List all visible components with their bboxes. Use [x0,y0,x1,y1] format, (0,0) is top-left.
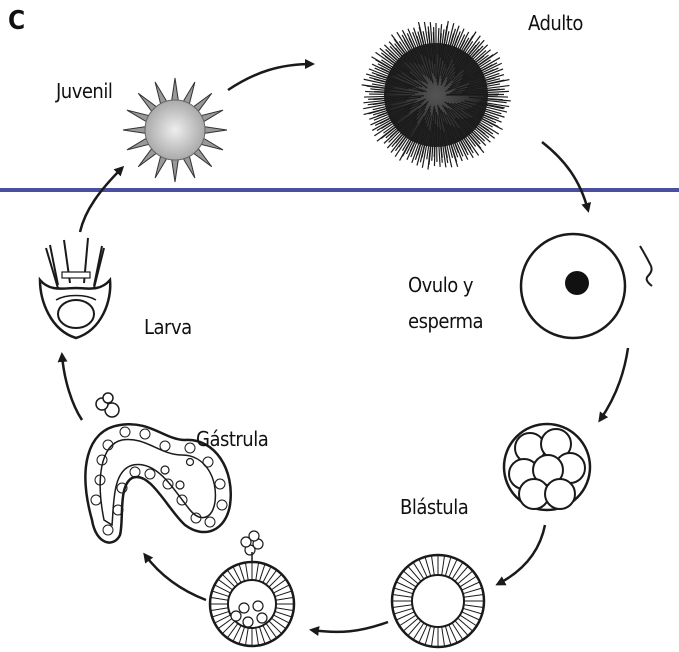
arrow-blastula-to-early-gastrula [312,622,388,632]
arrow-gastrula-to-larva [62,355,82,420]
juvenile-urchin-image [123,78,227,182]
label-egg-sperm-line2: esperma [408,310,483,332]
sperm-image [640,246,652,286]
label-egg-sperm-line1: Ovulo y [408,274,473,296]
adult-urchin-image [362,21,511,170]
label-adult: Adulto [528,12,583,34]
larva-image [40,238,110,338]
arrow-early-gastrula-to-gastrula [145,555,206,600]
arrow-adult-to-egg [542,142,588,210]
arrow-cleavage-to-blastula [498,525,545,584]
label-gastrula: Gástrula [196,428,268,450]
gastrula-image [85,393,230,543]
arrow-juvenile-to-adult [228,64,312,90]
blastula-image [392,555,484,647]
early-gastrula-image [210,531,294,646]
label-juvenile: Juvenil [56,80,112,102]
label-blastula: Blástula [400,496,468,518]
arrow-larva-to-juvenile [80,168,122,232]
label-larva: Larva [144,316,192,338]
arrow-egg-to-cleavage [600,348,628,420]
egg-image [521,234,625,338]
cleavage-embryo-image [504,424,590,510]
